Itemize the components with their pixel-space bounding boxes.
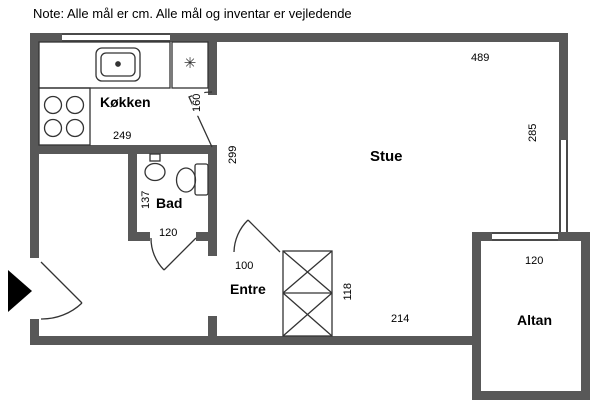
- wall-kitchen-bottom: [30, 145, 217, 154]
- wall-bath-right: [208, 145, 217, 240]
- room-label-bath: Bad: [156, 195, 183, 211]
- dim-stue-bottom: 214: [390, 313, 411, 326]
- wall-stub-upper: [208, 240, 217, 256]
- room-label-living: Stue: [370, 148, 403, 165]
- kitchen-counter-top: [38, 41, 171, 89]
- bath-door-swing: [150, 237, 197, 271]
- wall-bottom: [30, 336, 481, 345]
- wall-balcony-bottom: [472, 391, 590, 400]
- balcony-window: [492, 232, 558, 241]
- wall-left: [30, 33, 39, 345]
- toilet-icon: [175, 163, 209, 196]
- dim-bath-height: 137: [140, 186, 153, 213]
- living-window: [559, 140, 568, 232]
- room-label-hall: Entre: [230, 281, 266, 297]
- kitchen-window: [62, 33, 170, 42]
- dim-wardrobe-height: 118: [342, 278, 355, 305]
- dim-kitchen-width: 249: [112, 130, 133, 143]
- wall-bath-left: [128, 145, 137, 240]
- dim-hall-opening: 100: [234, 260, 255, 273]
- wall-kitchen-living: [208, 33, 217, 95]
- dim-right-window: 285: [527, 119, 540, 146]
- dim-bath-door: 120: [158, 227, 179, 240]
- wall-balcony-right: [581, 232, 590, 400]
- wardrobe-icon: [282, 250, 333, 337]
- wall-stub-lower: [208, 316, 217, 336]
- hall-door-swing: [233, 219, 281, 253]
- bath-sink-icon: [144, 153, 166, 182]
- dim-balcony-window: 120: [524, 255, 545, 268]
- entrance-door-opening: [30, 258, 39, 319]
- freezer-star-icon: ✳: [183, 55, 197, 72]
- wall-right: [559, 33, 568, 241]
- kitchen-counter-left: [38, 87, 91, 146]
- dim-kitchen-door: 160: [191, 89, 204, 116]
- wall-balcony-left: [472, 232, 481, 400]
- sink-drain-icon: [115, 61, 121, 67]
- entrance-door-swing: [40, 261, 83, 320]
- entrance-arrow-icon: [8, 270, 32, 312]
- wall-top: [30, 33, 568, 42]
- plan-note: Note: Alle mål er cm. Alle mål og invent…: [33, 6, 352, 21]
- kitchen-sink-basin-icon: [100, 52, 136, 77]
- room-label-balcony: Altan: [517, 312, 552, 328]
- dim-partition-height: 299: [227, 141, 240, 168]
- dim-stue-width: 489: [470, 52, 491, 65]
- kitchen-sink-icon: [95, 47, 141, 82]
- stove-burners-icon: [43, 95, 85, 138]
- room-label-kitchen: Køkken: [100, 94, 151, 110]
